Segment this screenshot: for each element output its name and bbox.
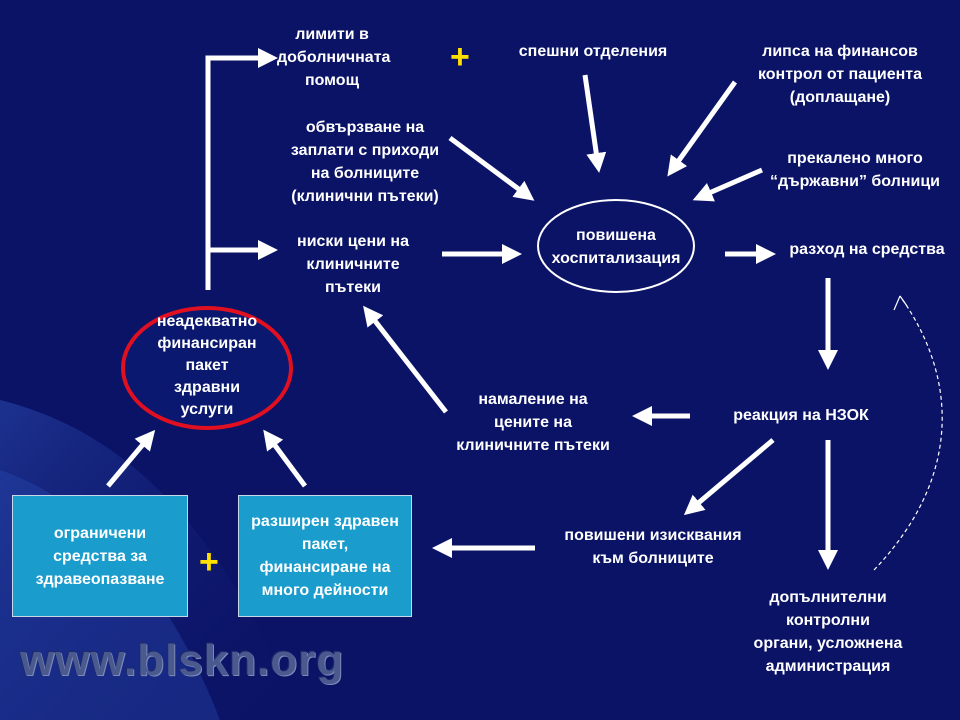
plus-sign-top: + bbox=[450, 38, 470, 76]
node-spending: разход на средства bbox=[789, 241, 945, 258]
arrow-emergency bbox=[582, 74, 607, 173]
node-lack-control: липса на финансов контрол от пациента (д… bbox=[757, 43, 922, 106]
box-extended-package: разширен здравен пакет, финансиране на м… bbox=[238, 495, 412, 617]
dashed-feedback bbox=[873, 295, 943, 571]
node-nzok-reaction: реакция на НЗОК bbox=[733, 407, 869, 424]
package-ellipse bbox=[121, 306, 293, 430]
trunk-line bbox=[205, 48, 278, 290]
node-extended-package: разширен здравен пакет, финансиране на м… bbox=[251, 513, 399, 599]
arrow-nzok-to-requirements bbox=[683, 438, 775, 516]
plus-sign-bottom: + bbox=[199, 543, 219, 581]
node-too-many-state: прекалено много “държавни” болници bbox=[770, 150, 940, 190]
watermark-logo: www.blskn.org bbox=[20, 636, 345, 685]
box-limited-funds: ограничени средства за здравеопазване bbox=[12, 495, 188, 617]
arrow-too-many-state bbox=[692, 167, 763, 202]
node-emergency: спешни отделения bbox=[518, 43, 668, 60]
node-extra-control: допълнителни контролни органи, усложнена… bbox=[753, 589, 903, 675]
node-inadequate-package: неадекватно финансиран пакет здравни усл… bbox=[156, 313, 258, 418]
node-hospital-requirements: повишени изисквания към болниците bbox=[564, 527, 742, 567]
arrow-package-to-ellipse bbox=[263, 429, 308, 488]
hospitalization-ellipse bbox=[537, 199, 695, 293]
node-limited-funds: ограничени средства за здравеопазване bbox=[35, 524, 165, 588]
node-linking-pay: обвързване на заплати с приходи на болни… bbox=[290, 119, 440, 205]
arrow-reduction-to-lowprices bbox=[363, 305, 448, 414]
arrow-funds-to-ellipse bbox=[106, 429, 156, 488]
node-price-reduction: намаление на цените на клиничните пътеки bbox=[456, 391, 610, 454]
node-limits: лимити в доболничната помощ bbox=[277, 26, 391, 89]
arrow-linking-pay bbox=[448, 135, 535, 201]
node-increased-hospitalization: повишена хоспитализация bbox=[551, 227, 681, 267]
arrow-lack-control bbox=[667, 80, 738, 177]
node-low-prices: ниски цени на клиничните пътеки bbox=[297, 233, 409, 296]
